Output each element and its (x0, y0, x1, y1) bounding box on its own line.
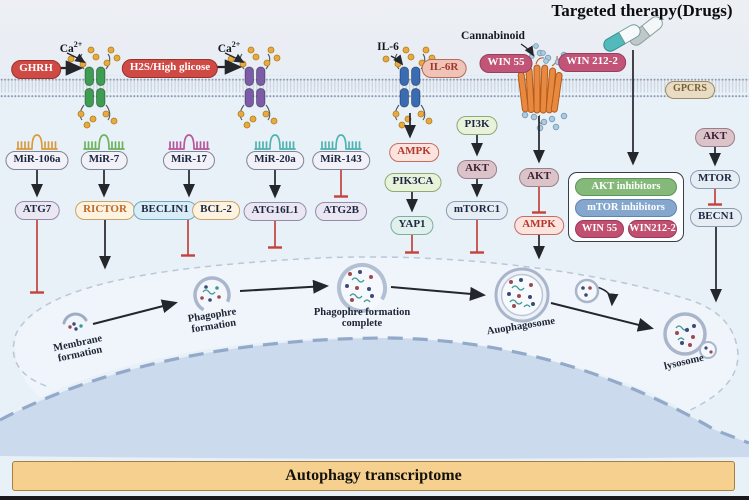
ampk-pill-a: AMPK (389, 143, 439, 162)
pi3k-pill: PI3K (456, 116, 498, 135)
free-vesicle-icon (574, 278, 600, 304)
inhibitor-drug-box: AKT inhibitors mTOR inhibitors WIN 55 WI… (568, 172, 684, 242)
mir17-pill: MiR-17 (162, 151, 216, 170)
phagophore-complete-icon (337, 263, 387, 313)
ampk-pill-b: AMPK (514, 216, 564, 235)
yap1-pill: YAP1 (390, 216, 434, 235)
cannabinoid-label: Cannabinoid (461, 30, 525, 42)
il6r-pill: IL-6R (421, 59, 467, 78)
autophagosome-icon (494, 267, 550, 323)
rictor-pill: RICTOR (75, 201, 135, 220)
mir143-pill: MiR-143 (312, 151, 370, 170)
akt-pill-b: AKT (519, 168, 559, 187)
akt-pill-c: AKT (695, 128, 735, 147)
plasma-membrane (0, 75, 749, 98)
calcium-label-2: Ca2+ (217, 40, 241, 55)
figure-title: Targeted therapy(Drugs) (551, 1, 733, 20)
ghrh-ligand-pill: GHRH (11, 60, 61, 79)
atg2b-pill: ATG2B (315, 202, 367, 221)
atg16l1-pill: ATG16L1 (243, 202, 307, 221)
membrane-formation-icon (62, 312, 88, 331)
akt-inhibitors-pill: AKT inhibitors (575, 178, 677, 196)
calcium-label-1: Ca2+ (59, 40, 83, 55)
bcl2-pill: BCL-2 (192, 201, 240, 220)
win212-ligand-pill: WIN 212-2 (558, 53, 626, 72)
mir20a-pill: MiR-20a (246, 151, 304, 170)
il6-label: IL-6 (377, 41, 399, 53)
mtor-pill: MTOR (689, 170, 741, 189)
lysosome-icon (663, 312, 717, 359)
autophagy-transcriptome-bar: Autophagy transcriptome (12, 461, 735, 491)
pik3ca-pill: PIK3CA (384, 173, 442, 192)
akt-pill-a: AKT (457, 160, 497, 179)
inhibition-lines (30, 169, 722, 294)
becn1-pill: BECN1 (689, 208, 743, 227)
mir106a-pill: MiR-106a (5, 151, 69, 170)
atg7-pill: ATG7 (14, 201, 60, 220)
win55-box-pill: WIN 55 (575, 220, 624, 238)
drug-capsules-icon (603, 16, 663, 52)
mir7-pill: MiR-7 (80, 151, 128, 170)
beclin1-pill: BECLIN1 (133, 201, 197, 220)
nucleus (0, 336, 749, 459)
phagophore-formation-icon (193, 276, 231, 314)
activation-arrows (31, 43, 722, 332)
mtor-inhibitors-pill: mTOR inhibitors (575, 199, 677, 217)
win55-ligand-pill: WIN 55 (479, 54, 533, 73)
gpcrs-label-pill: GPCRS (665, 81, 715, 99)
h2s-high-glucose-pill: H2S/High glicose (121, 59, 219, 78)
figure-bottom-border (0, 496, 749, 500)
win212-box-pill: WIN212-2 (628, 220, 677, 238)
mtorc1-pill: mTORC1 (445, 201, 509, 220)
